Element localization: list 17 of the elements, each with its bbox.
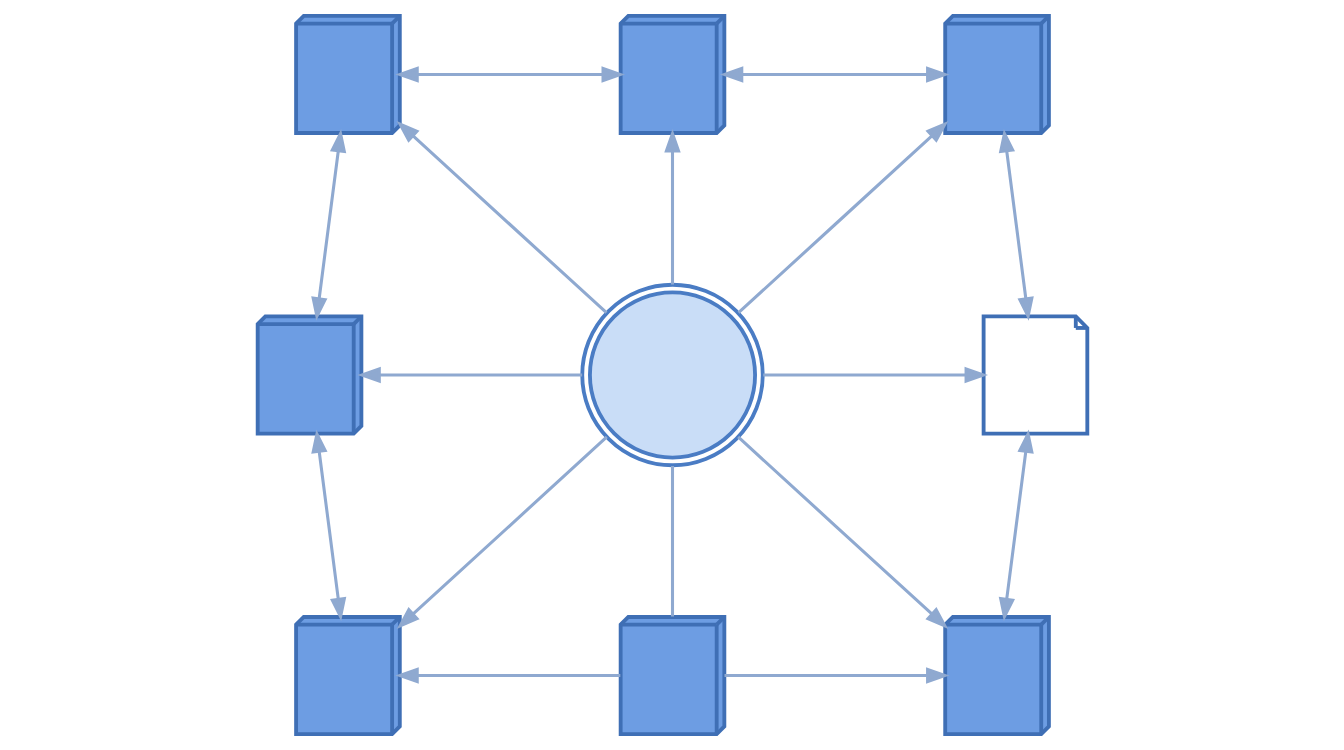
arrow — [719, 66, 950, 83]
arrow — [736, 435, 948, 630]
connector — [670, 465, 674, 617]
arrow — [394, 66, 625, 83]
arrow — [394, 667, 620, 684]
arrow — [998, 429, 1034, 622]
arrow — [737, 120, 948, 314]
arrow — [310, 429, 346, 622]
arrow — [356, 366, 582, 384]
arrow — [724, 667, 950, 684]
arrow — [663, 128, 681, 285]
arrow — [396, 120, 607, 314]
arrow — [762, 366, 988, 384]
arrow — [310, 128, 346, 321]
arrow — [998, 128, 1034, 321]
arrow — [396, 435, 608, 630]
node-circle — [579, 282, 765, 468]
